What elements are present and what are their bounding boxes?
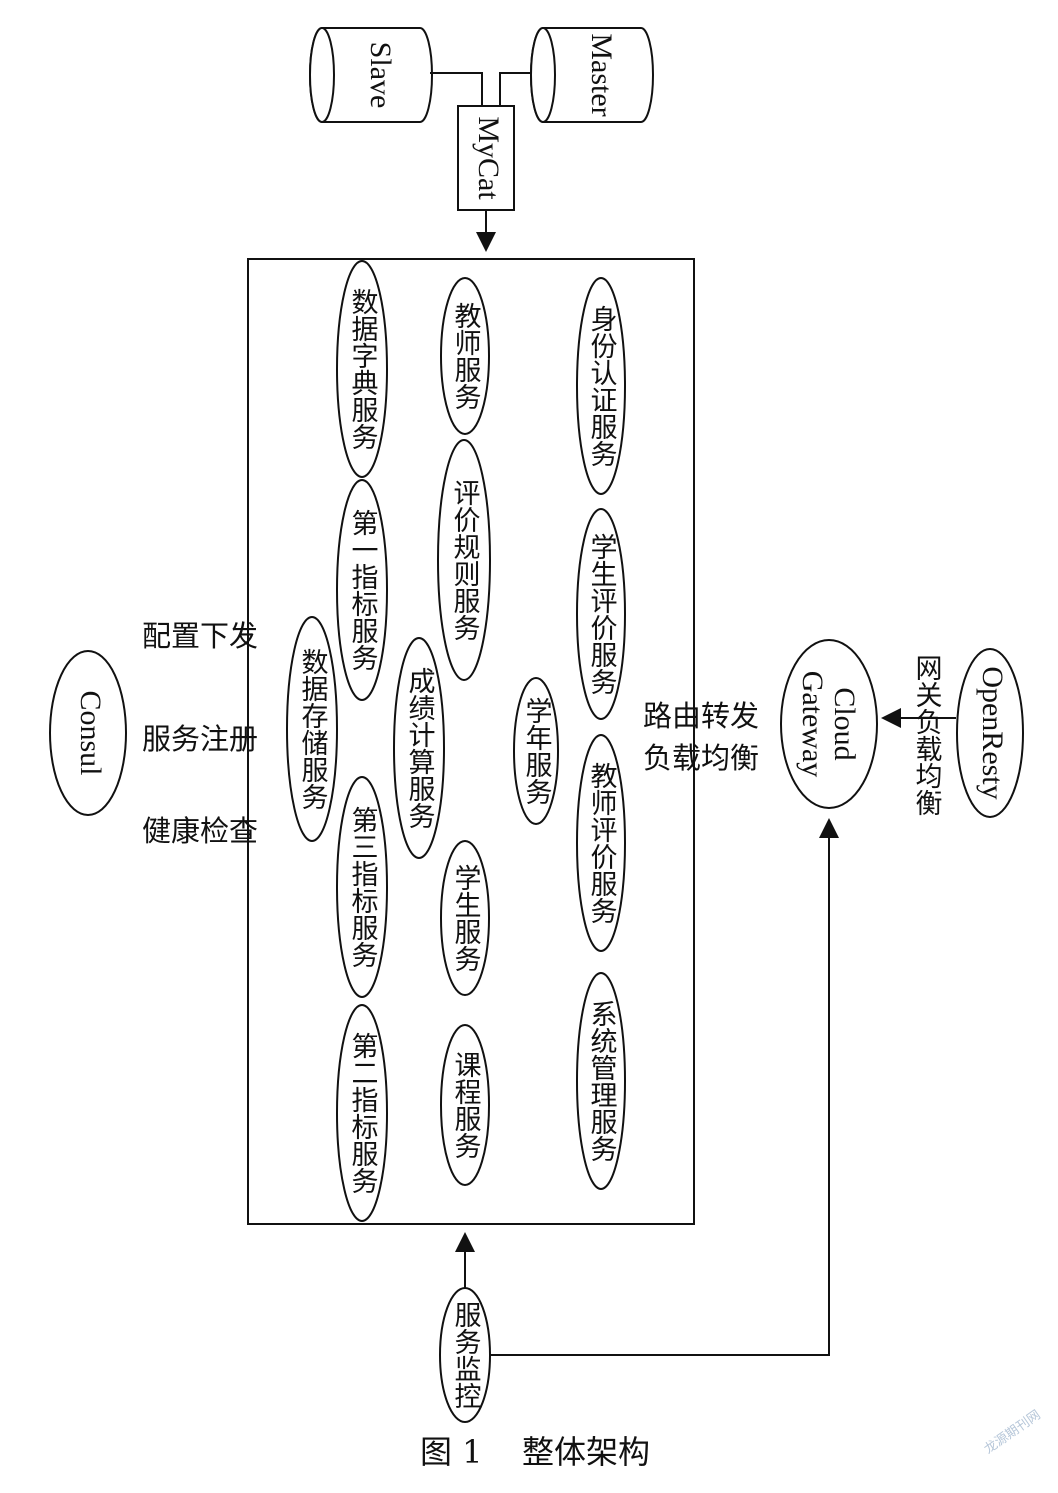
consul-label: Consul [74, 690, 107, 775]
service-student-eval [576, 508, 626, 720]
service-teacher [440, 277, 490, 435]
slave-database: Slave [309, 27, 433, 123]
gateway-routing-label: 路由转发 [643, 699, 759, 733]
service-system-mgmt [576, 972, 626, 1190]
master-database: Master [530, 27, 654, 123]
cloud-gateway-label-line2: Gateway [796, 671, 829, 778]
gateway-loadbalance-label: 负载均衡 [643, 741, 759, 775]
service-data-storage [286, 616, 338, 842]
cloud-gateway-node: Cloud Gateway [780, 639, 878, 809]
openresty-node: OpenResty [956, 648, 1024, 818]
service-monitor-label: 服务监控 [450, 1301, 482, 1409]
service-school-year [513, 677, 559, 825]
mycat-label: MyCat [472, 116, 505, 200]
service-index-1 [336, 479, 388, 701]
service-student [440, 840, 490, 996]
watermark-text: 龙源期刊网 [982, 1408, 1044, 1458]
monitor-to-gateway-arrow [490, 818, 839, 1356]
service-index-2 [336, 1004, 388, 1222]
service-index-3-label: 第三指标服务 [347, 806, 379, 968]
service-student-eval-label: 学生评价服务 [586, 533, 618, 695]
service-teacher-eval-label: 教师评价服务 [586, 762, 618, 924]
service-index-1-label: 第一指标服务 [347, 509, 379, 671]
cloud-gateway-label-line1: Cloud [828, 687, 861, 760]
figure-number: 图 1 [420, 1433, 483, 1471]
master-label: Master [585, 33, 618, 116]
figure-title: 整体架构 [522, 1433, 650, 1471]
service-data-dict-label: 数据字典服务 [347, 288, 379, 450]
service-monitor-node: 服务监控 [439, 1287, 491, 1423]
service-identity-auth [576, 277, 626, 495]
service-course [440, 1024, 490, 1186]
openresty-label: OpenResty [976, 666, 1009, 799]
service-school-year-label: 学年服务 [521, 697, 553, 805]
consul-register-label: 服务注册 [142, 722, 258, 756]
service-eval-rule-label: 评价规则服务 [449, 479, 481, 641]
service-eval-rule [437, 439, 491, 681]
service-score-calc [393, 637, 445, 859]
service-teacher-eval [576, 734, 626, 952]
consul-health-label: 健康检查 [142, 814, 258, 848]
service-data-storage-label: 数据存储服务 [297, 648, 329, 810]
service-score-calc-label: 成绩计算服务 [404, 667, 436, 829]
mycat-box [457, 105, 515, 211]
consul-config-label: 配置下发 [142, 619, 258, 653]
service-index-2-label: 第二指标服务 [347, 1032, 379, 1194]
service-student-label: 学生服务 [450, 864, 482, 972]
openresty-loadbalance-label: 网关负载均衡 [911, 654, 943, 816]
consul-node: Consul [49, 650, 127, 816]
master-connector [499, 72, 530, 106]
service-teacher-label: 教师服务 [450, 302, 482, 410]
service-data-dict [336, 260, 388, 478]
service-index-3 [336, 776, 388, 998]
service-identity-auth-label: 身份认证服务 [586, 305, 618, 467]
slave-connector [430, 72, 483, 106]
service-course-label: 课程服务 [450, 1051, 482, 1159]
service-system-mgmt-label: 系统管理服务 [586, 1000, 618, 1162]
slave-label: Slave [364, 42, 397, 109]
